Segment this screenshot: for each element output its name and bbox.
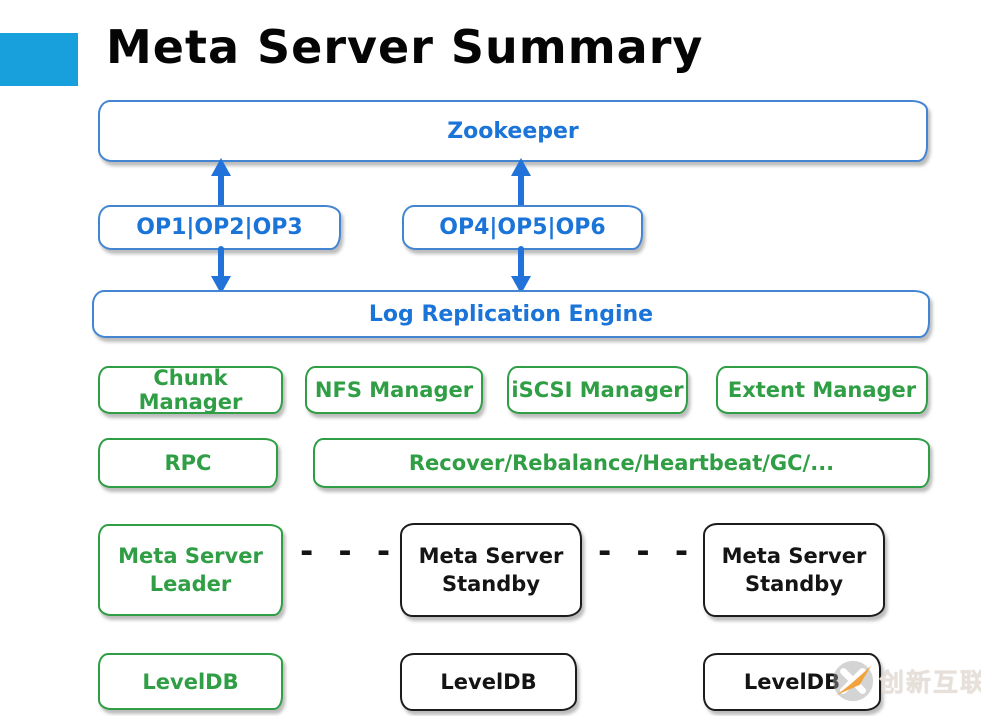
- iscsi-manager-box: iSCSI Manager: [507, 366, 688, 414]
- ellipsis-dashes-1: - - -: [300, 532, 398, 570]
- accent-bar: [0, 33, 78, 86]
- leveldb-standby-2-label: LevelDB: [743, 670, 841, 694]
- chunk-manager-label: Chunk Manager: [138, 366, 243, 414]
- meta-server-standby-2-label: Meta Server Standby: [721, 543, 867, 596]
- leveldb-leader-box: LevelDB: [98, 653, 283, 710]
- watermark-logo-icon: [832, 660, 874, 702]
- meta-server-leader-box: Meta Server Leader: [98, 524, 283, 616]
- arrow-op1-to-logengine-icon: [211, 246, 231, 294]
- meta-server-leader-label: Meta Server Leader: [118, 543, 263, 596]
- rpc-box: RPC: [98, 438, 278, 488]
- leveldb-standby-1-box: LevelDB: [400, 653, 577, 711]
- op-group-2-box: OP4|OP5|OP6: [402, 205, 643, 250]
- log-replication-engine-box: Log Replication Engine: [92, 290, 930, 338]
- meta-server-standby-2-box: Meta Server Standby: [703, 523, 885, 617]
- nfs-manager-box: NFS Manager: [305, 366, 483, 414]
- arrow-op1-to-zookeeper-icon: [211, 158, 231, 208]
- watermark: 创新互联: [830, 658, 981, 704]
- meta-server-standby-1-box: Meta Server Standby: [400, 523, 582, 617]
- leveldb-leader-label: LevelDB: [142, 669, 239, 694]
- ellipsis-dashes-2: - - -: [598, 532, 696, 570]
- iscsi-manager-label: iSCSI Manager: [511, 378, 684, 402]
- arrow-op2-to-zookeeper-icon: [511, 158, 531, 208]
- background-services-box: Recover/Rebalance/Heartbeat/GC/...: [313, 438, 930, 488]
- page-title: Meta Server Summary: [106, 20, 704, 74]
- meta-server-standby-1-label: Meta Server Standby: [418, 543, 564, 596]
- nfs-manager-label: NFS Manager: [314, 378, 474, 402]
- extent-manager-label: Extent Manager: [727, 378, 917, 402]
- zookeeper-box: Zookeeper: [98, 100, 928, 162]
- extent-manager-box: Extent Manager: [716, 366, 928, 414]
- watermark-text: 创新互联: [879, 668, 981, 697]
- op-group-2-label: OP4|OP5|OP6: [439, 215, 606, 240]
- background-services-label: Recover/Rebalance/Heartbeat/GC/...: [408, 451, 835, 475]
- op-group-1-box: OP1|OP2|OP3: [98, 205, 341, 250]
- arrow-op2-to-logengine-icon: [511, 246, 531, 294]
- log-replication-engine-label: Log Replication Engine: [368, 301, 654, 327]
- leveldb-standby-1-label: LevelDB: [440, 670, 537, 694]
- chunk-manager-box: Chunk Manager: [98, 366, 283, 414]
- zookeeper-label: Zookeeper: [447, 118, 579, 144]
- rpc-label: RPC: [164, 451, 212, 475]
- op-group-1-label: OP1|OP2|OP3: [136, 215, 303, 240]
